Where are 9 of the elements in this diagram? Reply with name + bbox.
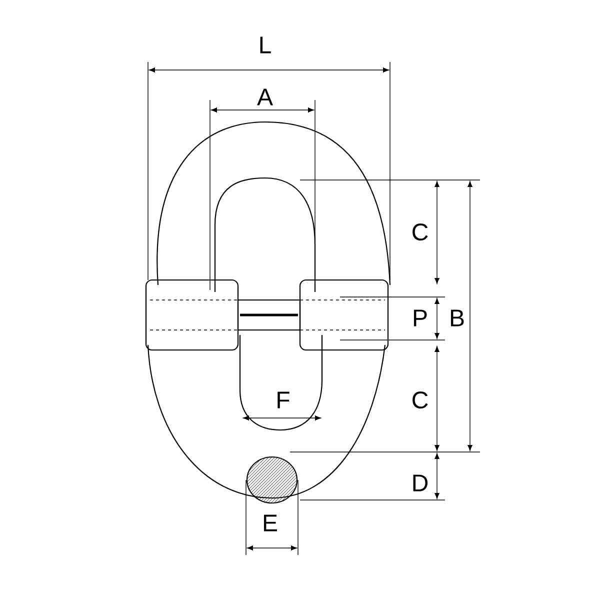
dimension-label: E: [264, 514, 277, 532]
dimension-label: D: [413, 474, 428, 492]
dimension-label: B: [450, 310, 464, 326]
dimension-label: A: [257, 88, 273, 106]
dimension-label: P: [414, 310, 427, 326]
dimension-label: L: [260, 36, 271, 54]
dimension-label: F: [278, 392, 290, 408]
dimension-label: C: [412, 392, 428, 408]
dimension-label: C: [412, 224, 428, 240]
